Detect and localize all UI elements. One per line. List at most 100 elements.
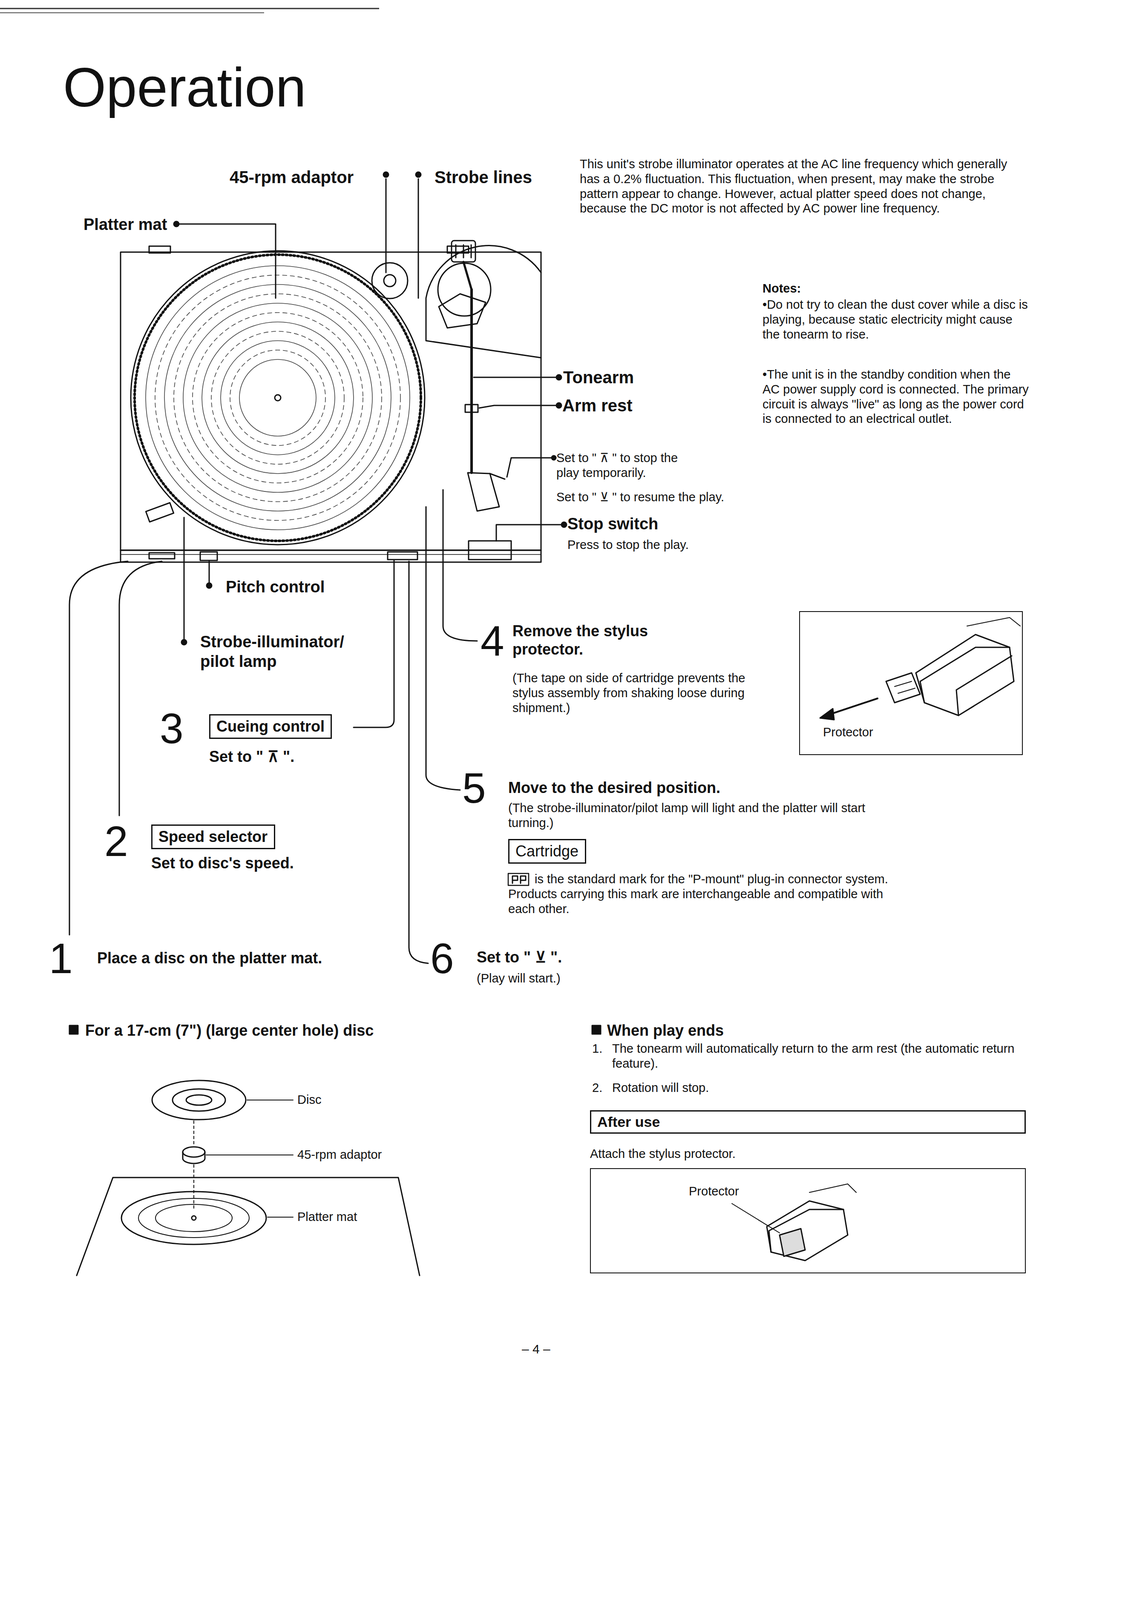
illustration-label: Protector (823, 725, 874, 740)
step-text: Set to disc's speed. (151, 854, 294, 873)
platter-ring (220, 340, 335, 455)
platter-ring (173, 293, 382, 502)
step-number: 4 (480, 619, 505, 663)
part-label: Arm rest (562, 395, 633, 416)
part-label: Tonearm (563, 367, 634, 388)
part-label: Platter mat (83, 215, 167, 235)
cabinet-outline (120, 252, 542, 551)
disc (152, 1080, 246, 1120)
platter-ring (183, 303, 373, 493)
platter-ring (239, 359, 317, 437)
list-number: 2. (592, 1080, 603, 1096)
stylus-protector (779, 1228, 806, 1257)
strobe-dots (134, 254, 421, 542)
note-text: is the standard mark for the "P-mount" p… (508, 871, 907, 917)
tonearm-base (425, 245, 542, 358)
hinge (149, 246, 171, 254)
notes-heading: Notes: (762, 281, 801, 297)
adaptor (383, 274, 396, 287)
part-label: Stop switch (567, 514, 659, 535)
labelled-box: Cueing control (209, 714, 332, 740)
list-text: Rotation will stop. (612, 1080, 709, 1096)
step-text: Set to " ⊼ ". (209, 747, 295, 766)
page-number: – 4 – (521, 1341, 551, 1358)
step-text: Remove the stylus protector. (512, 621, 666, 659)
adaptor-holder (371, 262, 408, 299)
part-label: Pitch control (225, 577, 325, 598)
list-number: 1. (592, 1041, 603, 1057)
step-text: Set to " ⊻ ". (476, 948, 562, 967)
heading-bar: After use (589, 1110, 1026, 1134)
section-heading: When play ends (607, 1021, 724, 1040)
step-number: 1 (48, 937, 73, 980)
leader-step5 (425, 506, 461, 791)
note-text: This unit's strobe illuminator operates … (579, 156, 1025, 216)
section-heading: For a 17-cm (7") (large center hole) dis… (85, 1021, 374, 1040)
stop-switch (468, 541, 512, 560)
part-label: Disc (297, 1092, 322, 1108)
illustration-label: Protector (688, 1184, 740, 1200)
instruction-text: Set to " ⊼ " to stop the play temporaril… (556, 450, 704, 481)
note-text: (Play will start.) (476, 971, 561, 987)
instruction-text: Set to " ⊻ " to resume the play. (556, 489, 725, 505)
illustration-box: Protector (799, 611, 1023, 756)
box-label: Speed selector (158, 827, 268, 847)
platter-ring (201, 322, 354, 474)
illustration-box: Protector (589, 1168, 1026, 1274)
counterweight (451, 240, 476, 262)
platter-outline (76, 1177, 420, 1276)
note-text: (The tape on side of cartridge prevents … (512, 670, 777, 716)
step-number: 5 (462, 766, 487, 810)
note-text: (The strobe-illuminator/pilot lamp will … (508, 800, 909, 831)
speed-selector (149, 552, 175, 559)
strobe-lamp (145, 503, 174, 523)
box-label: After use (597, 1113, 660, 1131)
platter-ring (155, 275, 401, 521)
adaptor (182, 1147, 205, 1158)
box-label: Cueing control (216, 717, 325, 736)
platter-mat (121, 1191, 267, 1245)
part-label: 45-rpm adaptor (229, 166, 354, 188)
labelled-box: Speed selector (151, 824, 276, 850)
tonearm (470, 289, 473, 473)
part-label: Strobe-illuminator/ pilot lamp (200, 632, 346, 672)
part-label: Strobe lines (434, 166, 533, 188)
instruction-text: Attach the stylus protector. (589, 1146, 736, 1162)
instruction-text: Press to stop the play. (567, 537, 689, 553)
anti-skate (438, 293, 486, 329)
p-mount-mark (508, 873, 529, 886)
platter-ring (164, 284, 392, 512)
cartridge (915, 634, 1014, 716)
part-label: Platter mat (297, 1209, 357, 1225)
platter-ring (230, 350, 326, 446)
page-title: Operation (63, 59, 307, 116)
platter (130, 250, 425, 545)
step-text: Move to the desired position. (508, 778, 721, 798)
step-number: 2 (104, 820, 129, 863)
leader-step6 (408, 561, 429, 964)
arm-rest (465, 404, 478, 413)
leader-step2 (119, 561, 162, 816)
platter-ring (211, 331, 345, 465)
platter-ring (192, 312, 363, 484)
labelled-box: Cartridge (508, 839, 587, 864)
cartridge (766, 1201, 848, 1261)
leader-step4 (443, 489, 478, 642)
leader-step3 (353, 560, 395, 728)
cue-lever (387, 552, 418, 560)
pitch-control (200, 552, 218, 561)
step-text: Place a disc on the platter mat. (97, 949, 323, 968)
box-label: Cartridge (515, 842, 579, 861)
headshell (467, 472, 500, 512)
leader-step1 (69, 561, 128, 936)
platter-ring (145, 265, 410, 530)
note-text: •Do not try to clean the dust cover whil… (762, 297, 1029, 342)
step-number: 6 (430, 937, 455, 980)
part-label: 45-rpm adaptor (297, 1147, 382, 1163)
list-text: The tonearm will automatically return to… (612, 1041, 1028, 1072)
note-text: •The unit is in the standby condition wh… (762, 367, 1029, 427)
spindle (274, 394, 281, 401)
stylus-protector (886, 673, 921, 703)
step-number: 3 (159, 707, 184, 750)
